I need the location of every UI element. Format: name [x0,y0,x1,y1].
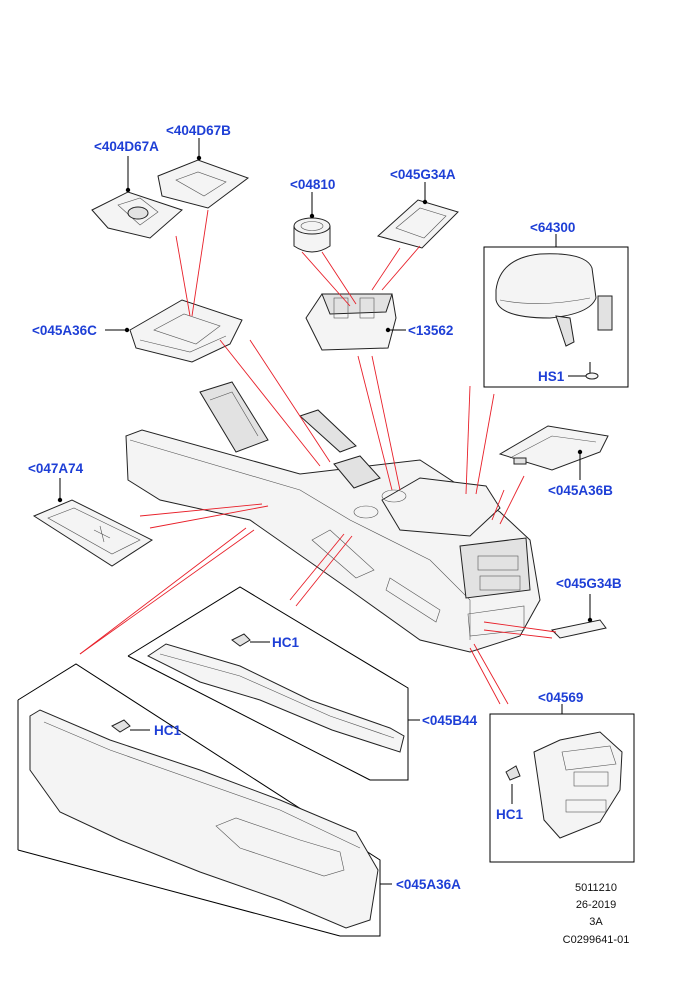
ref-drawing-id: C0299641-01 [563,934,630,946]
leader-lines [79,209,557,705]
callout-045A36C[interactable]: <045A36C [32,323,97,338]
callout-045G34A[interactable]: <045G34A [390,167,456,182]
upper-frame-part [105,299,243,363]
callout-045B44[interactable]: <045B44 [422,713,478,728]
reference-block: 5011210 26-2019 3A C0299641-01 [563,882,630,946]
callout-045G34B[interactable]: <045G34B [556,576,622,591]
callout-64300[interactable]: <64300 [530,220,575,235]
armrest-detail-box [483,234,629,388]
callout-HC1-lower[interactable]: HC1 [154,723,181,738]
ref-date: 26-2019 [576,899,616,911]
cupholder-tray-part [305,293,406,351]
callout-04810[interactable]: <04810 [290,177,335,192]
callout-04569[interactable]: <04569 [538,690,583,705]
callout-labels: <404D67A <404D67B <04810 <045G34A <64300… [28,123,622,892]
rear-trim-strip-part [550,594,607,639]
callout-HS1[interactable]: HS1 [538,369,565,384]
ref-revision: 3A [589,916,603,928]
callout-404D67B[interactable]: <404D67B [166,123,231,138]
rear-vent-bracket-part [498,425,609,480]
cup-insert-part [293,192,331,253]
callout-045A36B[interactable]: <045A36B [548,483,613,498]
callout-13562[interactable]: <13562 [408,323,453,338]
side-panel-right-box [127,586,420,781]
callout-045A36A[interactable]: <045A36A [396,877,461,892]
cupholder-mat-part [376,182,459,249]
bezel-trim-part [157,138,250,209]
callout-047A74[interactable]: <047A74 [28,461,84,476]
shifter-bezel-part [91,156,183,239]
rear-vent-detail-box [489,704,635,863]
callout-HC1-upper[interactable]: HC1 [272,635,299,650]
callout-404D67A[interactable]: <404D67A [94,139,159,154]
storage-tray-part [32,478,154,567]
center-console-body [125,381,541,653]
callout-HC1-vent[interactable]: HC1 [496,807,523,822]
side-panel-left-box [17,663,392,937]
ref-number: 5011210 [575,882,617,894]
